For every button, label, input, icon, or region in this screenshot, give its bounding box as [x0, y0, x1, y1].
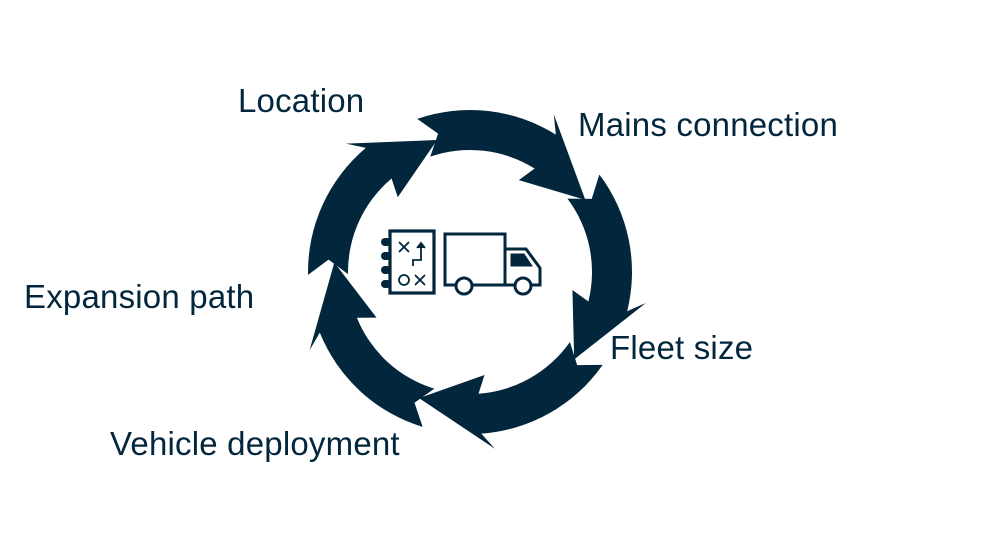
arrow-location-to-mains — [417, 110, 586, 200]
step-label-mains-connection: Mains connection — [578, 106, 839, 143]
step-label-vehicle-deployment: Vehicle deployment — [110, 425, 400, 462]
arrow-expansion-to-location — [308, 140, 438, 275]
step-label-location: Location — [238, 82, 365, 119]
delivery-truck-icon — [443, 232, 542, 296]
center-icons — [381, 229, 542, 296]
arrow-mains-to-fleet — [567, 174, 646, 360]
step-label-expansion-path: Expansion path — [24, 278, 255, 315]
planning-notebook-icon — [381, 229, 436, 295]
arrow-fleet-to-deployment — [419, 341, 603, 449]
arrow-deployment-to-expansion — [309, 262, 435, 427]
step-label-fleet-size: Fleet size — [610, 329, 754, 366]
